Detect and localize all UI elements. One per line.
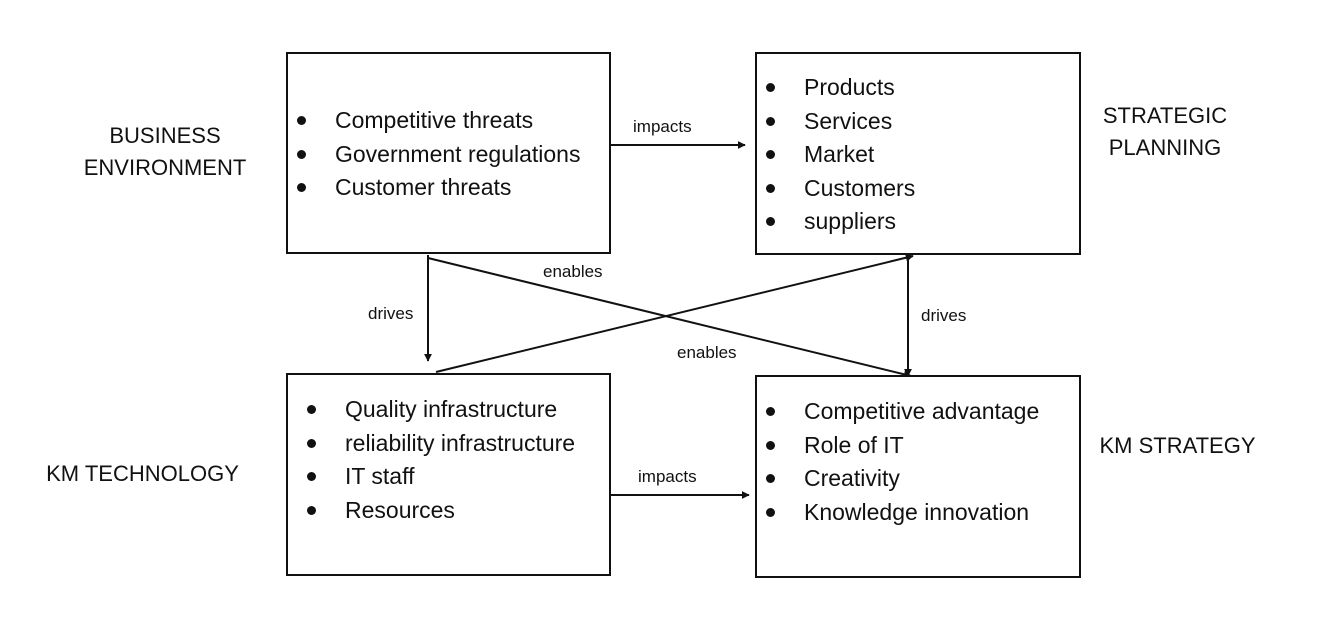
list-item: Competitive advantage: [765, 395, 1039, 429]
km-strategy-list: Competitive advantage Role of IT Creativ…: [765, 395, 1039, 530]
edge-label-impacts-top: impacts: [633, 117, 692, 136]
list-item: reliability infrastructure: [306, 427, 575, 461]
list-item: Market: [765, 138, 915, 172]
list-item: Knowledge innovation: [765, 496, 1039, 530]
business-environment-label: BUSINESS ENVIRONMENT: [70, 120, 260, 184]
list-item: Customers: [765, 172, 915, 206]
list-item: Services: [765, 105, 915, 139]
km-technology-list: Quality infrastructure reliability infra…: [306, 393, 575, 528]
km-technology-label: KM TECHNOLOGY: [46, 461, 239, 486]
list-item: Competitive threats: [296, 104, 580, 138]
strategic-planning-label-line1: STRATEGIC: [1102, 103, 1228, 128]
edge-label-impacts-bottom: impacts: [638, 467, 697, 486]
list-item: IT staff: [306, 460, 575, 494]
strategic-planning-label: STRATEGIC PLANNING: [1085, 100, 1245, 164]
arrow-enables-down: [427, 257, 912, 379]
km-strategy-label: KM STRATEGY: [1099, 433, 1256, 458]
strategic-planning-label-line2: PLANNING: [1108, 135, 1222, 160]
list-item: Products: [765, 71, 915, 105]
business-environment-label-line2: ENVIRONMENT: [83, 155, 247, 180]
list-item: Quality infrastructure: [306, 393, 575, 427]
list-item: Role of IT: [765, 429, 1039, 463]
list-item: suppliers: [765, 205, 915, 239]
list-item: Creativity: [765, 462, 1039, 496]
strategic-planning-list: Products Services Market Customers suppl…: [765, 71, 915, 239]
km-strategy-box: Competitive advantage Role of IT Creativ…: [755, 375, 1081, 578]
edge-label-drives-left: drives: [368, 304, 414, 323]
edge-label-enables-lower: enables: [677, 343, 737, 362]
km-technology-box: Quality infrastructure reliability infra…: [286, 373, 611, 576]
list-item: Resources: [306, 494, 575, 528]
edge-label-drives-right: drives: [921, 306, 967, 325]
business-environment-box: Competitive threats Government regulatio…: [286, 52, 611, 254]
edge-label-enables-upper: enables: [543, 262, 603, 281]
business-environment-list: Competitive threats Government regulatio…: [296, 104, 580, 205]
list-item: Government regulations: [296, 138, 580, 172]
arrow-enables-up: [435, 253, 914, 373]
business-environment-label-line1: BUSINESS: [109, 123, 221, 148]
strategic-planning-box: Products Services Market Customers suppl…: [755, 52, 1081, 255]
list-item: Customer threats: [296, 171, 580, 205]
